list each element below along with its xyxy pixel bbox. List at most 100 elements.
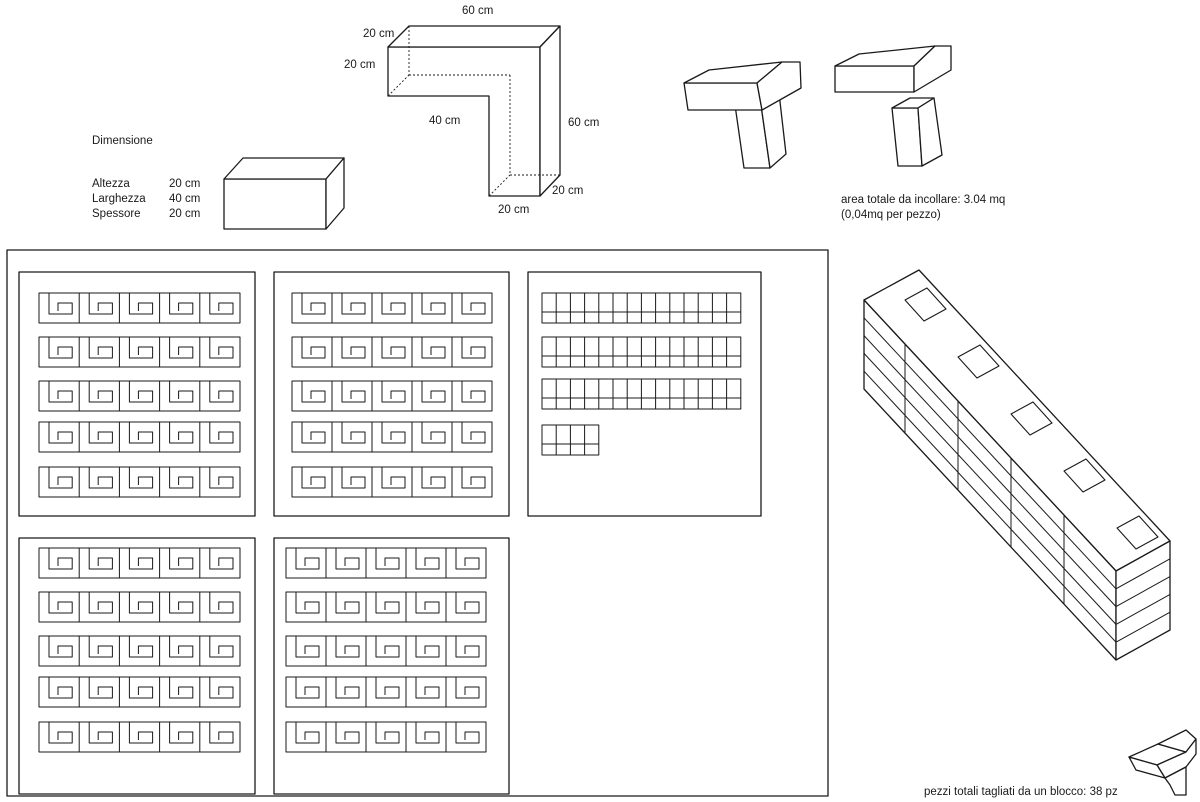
l-shape-row [39, 636, 240, 666]
row-outline [39, 722, 240, 752]
l-shape-cut [456, 677, 479, 698]
l-shape-cut [89, 636, 112, 657]
l-shape-cut [382, 337, 405, 358]
l-shape-row [39, 422, 240, 452]
l-shape-cut [382, 467, 405, 488]
l-shape-cut [382, 381, 405, 402]
l-shape-cut [210, 722, 233, 743]
row-outline [286, 636, 486, 666]
l-shape-cut [342, 293, 365, 314]
l-shape-cut [210, 381, 233, 402]
row-outline [39, 293, 240, 323]
l-shape-cut [170, 467, 193, 488]
l-shape-cut [296, 722, 319, 743]
l-shape-cut [170, 548, 193, 569]
strip-row [542, 337, 741, 367]
l-shape-row [39, 548, 240, 578]
dim-label-bottom-right: 20 cm [552, 185, 584, 197]
l-shape-cut [129, 548, 152, 569]
strip-rows [542, 293, 741, 455]
l-shape-row [39, 337, 240, 367]
l-shape-row [39, 467, 240, 497]
strip-row [542, 379, 741, 409]
l-shape-cut [210, 467, 233, 488]
l-shape-cut [129, 722, 152, 743]
l-shape-row [39, 592, 240, 622]
l-shape-cut [342, 381, 365, 402]
dim-label-top: 60 cm [462, 5, 494, 17]
l-shape-cut [382, 293, 405, 314]
row-outline [292, 467, 492, 497]
panel-3 [528, 272, 761, 516]
l-shape-cut [416, 636, 439, 657]
layer-line [864, 318, 1116, 589]
l-shape-cut [170, 293, 193, 314]
l-shape-cut [49, 677, 72, 698]
layer-line [1116, 594, 1170, 624]
l-shape-cut [89, 592, 112, 613]
t-piece-small [1129, 730, 1196, 795]
l-shape-cut [296, 636, 319, 657]
l-shape-cut [210, 548, 233, 569]
l-shape-cut [210, 677, 233, 698]
row-outline [286, 592, 486, 622]
l-shape-cut [49, 467, 72, 488]
l-shape-cut [302, 381, 325, 402]
l-shape-cut [342, 467, 365, 488]
l-shape-cut [462, 337, 485, 358]
l-shape-cut [89, 381, 112, 402]
row-outline [39, 592, 240, 622]
l-shape-row [286, 722, 486, 752]
glue-area-line2: (0,04mq per pezzo) [841, 209, 941, 221]
dimension-label: Spessore [92, 208, 141, 220]
l-shape-cut [170, 636, 193, 657]
row-outline [286, 677, 486, 707]
l-shape-cut [422, 337, 445, 358]
layer-line [864, 353, 1116, 624]
l-shape-cut [49, 293, 72, 314]
l-shape-cut [210, 636, 233, 657]
layer-line [864, 336, 1116, 607]
dimension-value: 20 cm [169, 178, 201, 190]
l-shape-cut [456, 592, 479, 613]
l-shape-cut [302, 422, 325, 443]
row-outline [39, 337, 240, 367]
l-shape-cut [129, 677, 152, 698]
l-shape-cut [422, 422, 445, 443]
l-shape-row [292, 337, 492, 367]
l-shape-cut [49, 381, 72, 402]
l-shape-row [292, 293, 492, 323]
l-shape-cut [376, 722, 399, 743]
l-shape-cut [462, 381, 485, 402]
l-shape-cut [456, 722, 479, 743]
l-shape-cut [302, 293, 325, 314]
row-outline [292, 337, 492, 367]
l-shape-cut [49, 636, 72, 657]
l-shape-cut [376, 548, 399, 569]
l-shape-cut [129, 381, 152, 402]
l-shape-cut [89, 722, 112, 743]
l-shape-cut [89, 467, 112, 488]
l-shape-cut [416, 592, 439, 613]
strip-row [542, 425, 599, 455]
l-shape-cut [129, 592, 152, 613]
l-shape-row [39, 381, 240, 411]
l-shape-cut [296, 592, 319, 613]
l-shape-cut [462, 293, 485, 314]
dimension-label: Altezza [92, 178, 130, 190]
l-shape-cut [416, 677, 439, 698]
l-shape-cut [170, 381, 193, 402]
l-shape-cut [170, 722, 193, 743]
l-shape-row [39, 293, 240, 323]
l-shape-cut [462, 467, 485, 488]
panel-4 [19, 538, 255, 794]
l-shape-cut [170, 677, 193, 698]
l-shape-cut [129, 636, 152, 657]
row-outline [39, 636, 240, 666]
panel-2 [274, 272, 509, 516]
l-shape-cut [170, 337, 193, 358]
l-shape-cut [302, 467, 325, 488]
l-shape-cut [416, 548, 439, 569]
l-shape-row [286, 592, 486, 622]
